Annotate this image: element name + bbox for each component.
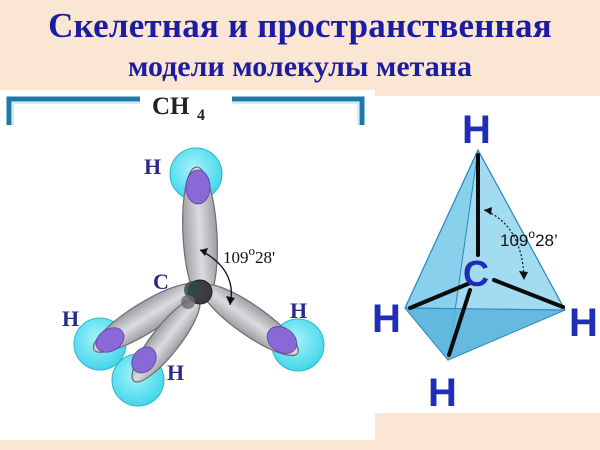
label-h-right-right: H: [569, 301, 598, 345]
bond-angle-arc-right: [483, 209, 525, 279]
label-h-left-right: H: [372, 297, 401, 341]
tetrahedron-bonds: [408, 153, 565, 357]
formula-ch: CH: [152, 93, 190, 120]
label-h-right: H: [290, 298, 307, 323]
angle-label: 109o28': [223, 243, 275, 267]
label-c-center-right: C: [463, 253, 489, 294]
label-h-top-right: H: [462, 108, 491, 152]
label-h-top: H: [144, 154, 161, 179]
angle-label-right: 109o28’: [500, 227, 558, 250]
formula-bracket: [6, 96, 365, 125]
label-h-bottom-right: H: [428, 371, 457, 415]
label-h-bottom: H: [167, 360, 184, 385]
orbital-overlap-caps: [95, 169, 298, 374]
formula-subscript: 4: [197, 107, 205, 124]
label-c-center: C: [153, 269, 169, 294]
title-line-2: модели молекулы метана: [127, 50, 473, 83]
title-line-1: Скелетная и пространственная: [48, 6, 552, 45]
label-h-left: H: [62, 306, 79, 331]
formula-bracket-highlight: [12, 102, 359, 125]
